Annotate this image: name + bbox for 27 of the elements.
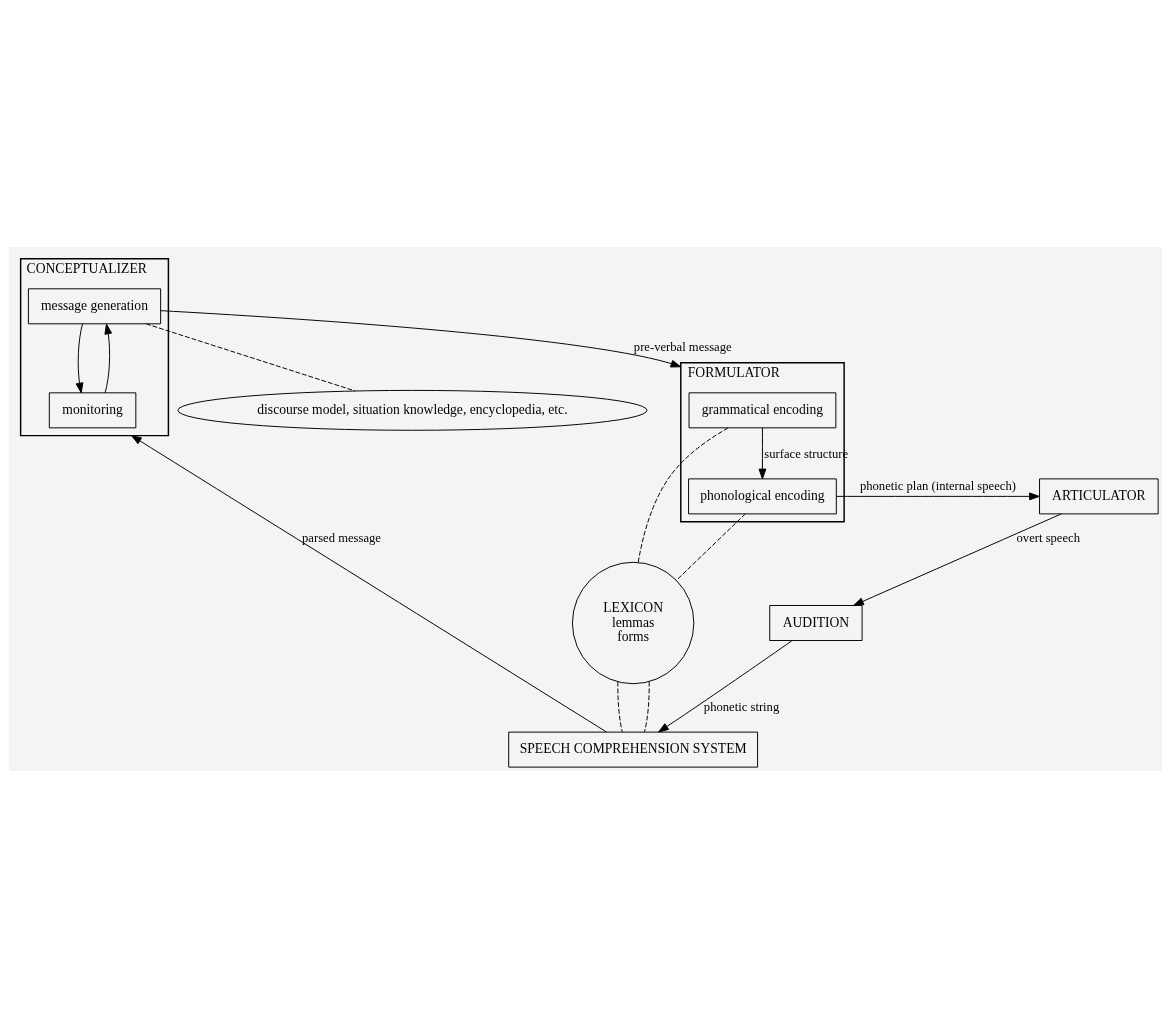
arrow: [758, 426, 767, 479]
connector: [675, 512, 746, 581]
arrow: [75, 323, 84, 393]
arrow: [853, 512, 1062, 606]
node-box: monitoring: [48, 391, 137, 428]
edge-label: phonetic plan (internal speech): [859, 478, 1016, 493]
edge-label: parsed message: [302, 530, 381, 544]
node-box: AUDITION: [769, 604, 863, 641]
arrow: [658, 639, 793, 732]
node-box: phonological encoding: [688, 477, 837, 514]
arrow: [160, 309, 682, 367]
edge-label: overt speech: [1016, 530, 1081, 544]
node-box: SPEECH COMPREHENSION SYSTEM: [508, 731, 759, 768]
arrow: [104, 323, 113, 393]
edge-label: phonetic string: [703, 699, 780, 714]
node-box: ARTICULATOR: [1039, 477, 1159, 514]
node-box: grammatical encoding: [688, 391, 837, 428]
node-ellipse: discourse model, situation knowledge, encyclopedia, etc.: [177, 389, 648, 431]
arrow: [836, 492, 1040, 500]
connector: [145, 322, 356, 391]
node-circle: LEXICON lemmas forms: [571, 561, 695, 684]
connector: [617, 680, 623, 732]
connector: [637, 427, 729, 563]
node-box: message generation: [27, 287, 162, 324]
edge-label: pre-verbal message: [633, 339, 732, 354]
connector: [644, 680, 650, 732]
arrow: [131, 434, 607, 732]
